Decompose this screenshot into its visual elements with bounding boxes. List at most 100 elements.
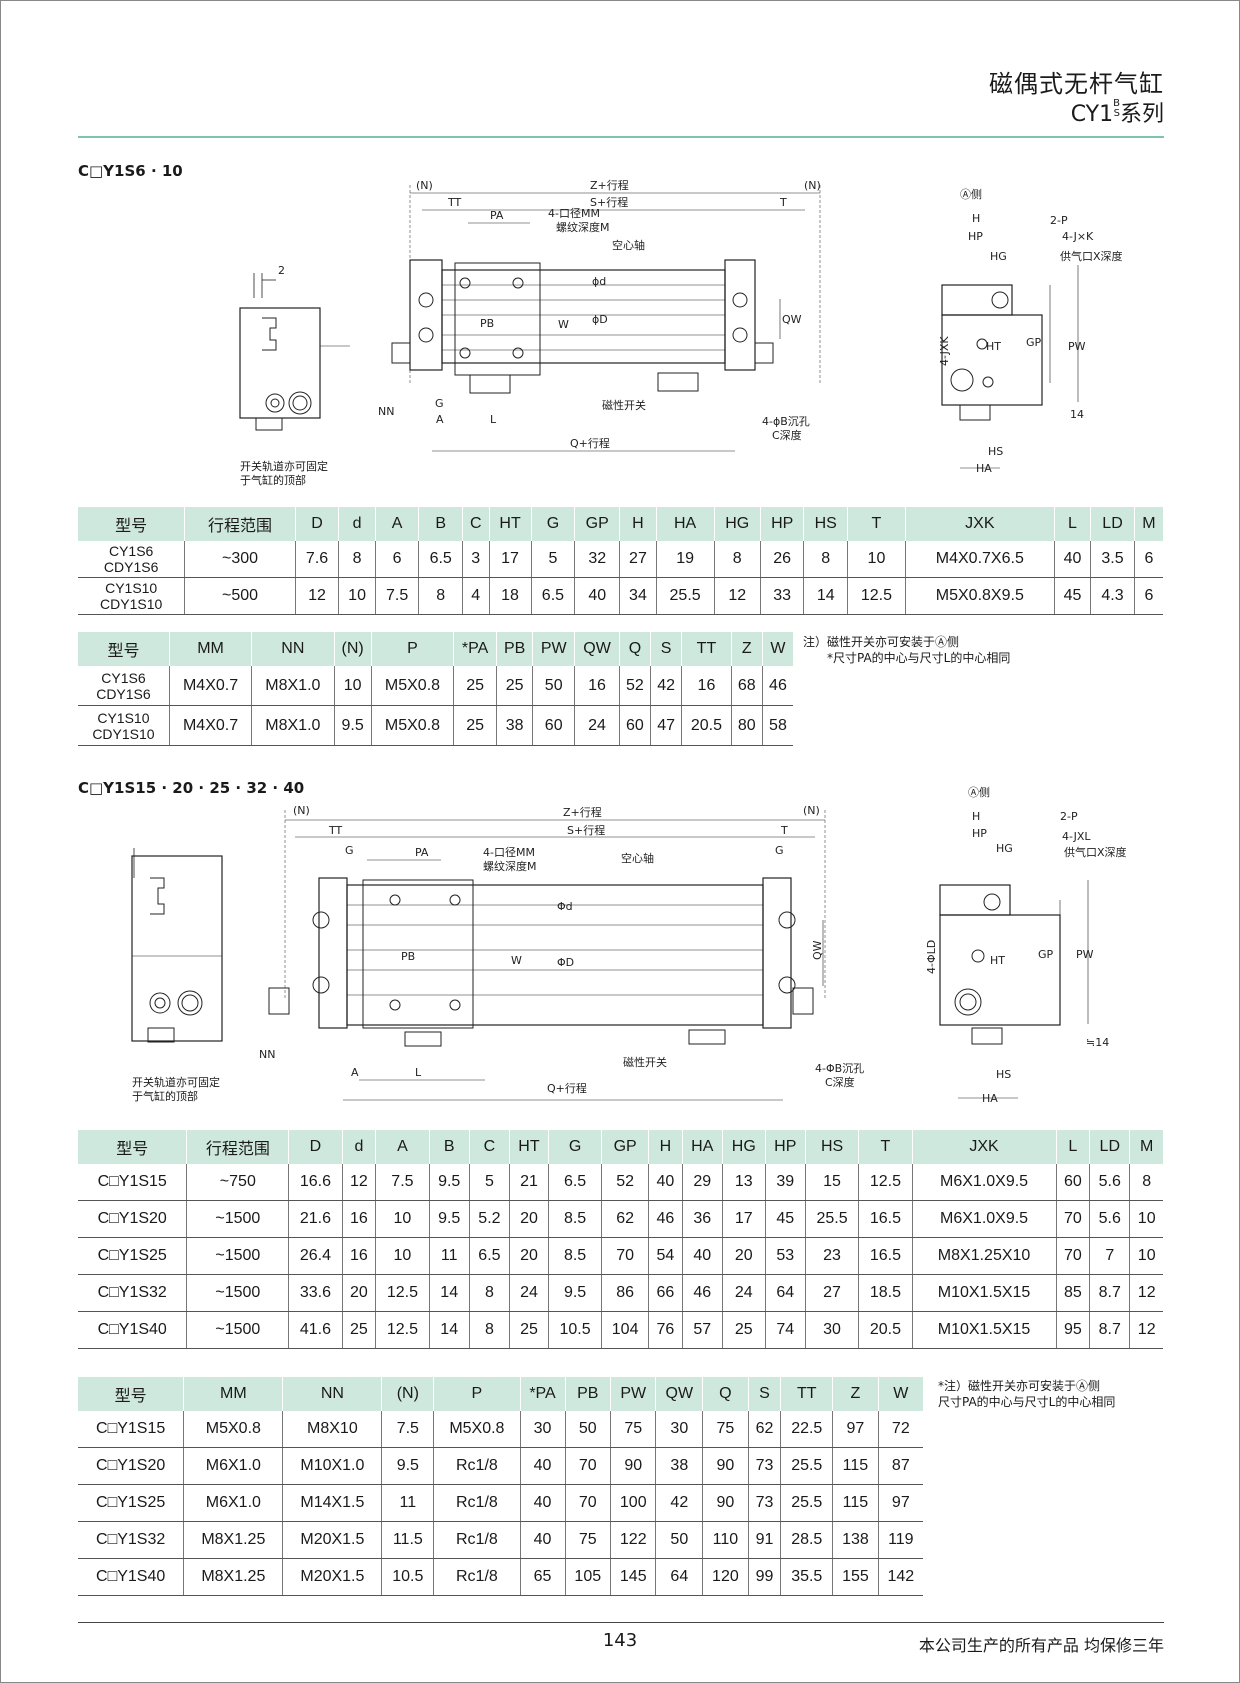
table-cell: ~500: [184, 577, 296, 615]
table-cell: 40: [520, 1521, 566, 1559]
table-cell: 20: [342, 1274, 377, 1312]
table-cell: 25: [509, 1311, 549, 1349]
s1-label-z: Z+行程: [590, 179, 629, 192]
s2-label-d14: ≒14: [1086, 1036, 1109, 1049]
table-cell: 91: [748, 1521, 782, 1559]
s1-label-hole2: C深度: [772, 428, 802, 442]
table-cell: 8: [714, 541, 761, 578]
table-header-cell: NN: [251, 632, 335, 666]
table-cell: 5.6: [1089, 1164, 1131, 1201]
table-cell: M8X1.25: [183, 1521, 284, 1559]
table-cell: 46: [762, 666, 793, 706]
table-cell: 12: [1129, 1274, 1163, 1312]
table-header-cell: MM: [183, 1377, 284, 1411]
s1-label-thread2: 螺纹深度M: [556, 220, 610, 234]
table-cell: M4X0.7: [169, 705, 253, 746]
table-cell: 12.5: [858, 1164, 913, 1201]
table-header-cell: HS: [805, 1130, 860, 1164]
s1-label-side-a: Ⓐ侧: [960, 188, 982, 201]
table-cell: ~1500: [186, 1274, 290, 1312]
s2-side-view-drawing: Ⓐ侧 H HP HG 2-P 4-JXL 供气口X深度 4-ΦLD HT GP …: [925, 786, 1127, 1105]
s1-rail-note-line2: 于气缸的顶部: [240, 474, 306, 487]
table-cell: M5X0.8: [371, 705, 455, 746]
table-cell: 52: [619, 666, 652, 706]
s2-label-g: G: [345, 844, 354, 857]
table-cell: 9.5: [381, 1447, 435, 1485]
table-cell: M8X1.25X10: [912, 1237, 1057, 1275]
table-header-cell: HP: [765, 1130, 806, 1164]
table-cell: 24: [509, 1274, 549, 1312]
s1-label-pb: PB: [480, 317, 494, 330]
table-cell: 6: [1134, 541, 1163, 578]
table-header-cell: HG: [722, 1130, 766, 1164]
table-cell: 3: [462, 541, 490, 578]
s2-label-t: T: [780, 824, 788, 837]
table-cell: Rc1/8: [433, 1558, 521, 1596]
table-cell: 64: [655, 1558, 704, 1596]
table-cell: 60: [1056, 1164, 1091, 1201]
table-header-cell: HP: [760, 507, 805, 541]
table-cell: 119: [878, 1521, 923, 1559]
table-cell: 40: [520, 1484, 566, 1522]
table-cell: 46: [648, 1200, 683, 1238]
table-header-cell: d: [342, 1130, 377, 1164]
table-cell: 38: [496, 705, 534, 746]
table-cell: 50: [565, 1411, 612, 1448]
table-cell: 90: [702, 1484, 749, 1522]
table-cell: 46: [682, 1274, 723, 1312]
table-header-cell: M: [1134, 507, 1163, 541]
section2-title: C□Y1S15 · 20 · 25 · 32 · 40: [78, 779, 305, 797]
table-cell: 75: [610, 1411, 657, 1448]
table-cell: M6X1.0: [183, 1447, 284, 1485]
table-cell: 47: [650, 705, 683, 746]
table-cell: 70: [601, 1237, 650, 1275]
table-cell: 68: [731, 666, 763, 706]
s2-label-port: 供气口X深度: [1064, 845, 1127, 859]
table-cell: 25: [722, 1311, 766, 1349]
table-cell: 12.5: [847, 577, 906, 615]
s1-label-l: L: [490, 413, 497, 426]
table-cell: 73: [748, 1484, 782, 1522]
table-cell: M20X1.5: [282, 1558, 383, 1596]
table-cell: 42: [655, 1484, 704, 1522]
table-cell: 54: [648, 1237, 683, 1275]
table-cell: 6.5: [469, 1237, 511, 1275]
s2-rail-note-line2: 于气缸的顶部: [132, 1090, 198, 1103]
s2-label-phi-ld: 4-ΦLD: [925, 940, 938, 974]
s2-label-hs: HS: [996, 1068, 1011, 1081]
s2-label-n-left: (N): [293, 804, 310, 817]
table-cell: 22.5: [780, 1411, 834, 1448]
model-cell: C□Y1S40: [78, 1558, 185, 1596]
model-name: CDY1S10: [92, 725, 155, 742]
table-cell: M8X1.0: [251, 705, 335, 746]
table-header-cell: GP: [601, 1130, 650, 1164]
table-cell: 95: [1056, 1311, 1091, 1349]
model-name: CDY1S6: [96, 685, 151, 702]
table-header-cell: *PA: [453, 632, 498, 666]
table-cell: 20: [722, 1237, 766, 1275]
s1-label-pa: PA: [490, 209, 504, 222]
table-cell: 70: [565, 1447, 612, 1485]
table-cell: 10: [375, 1200, 430, 1238]
table-header-cell: P: [371, 632, 455, 666]
s1-note: 注）磁性开关亦可安装于Ⓐ侧 *尺寸PA的中心与尺寸L的中心相同: [803, 634, 1010, 666]
table-cell: 155: [832, 1558, 879, 1596]
table-header-cell: B: [429, 1130, 470, 1164]
table-cell: M8X1.0: [251, 666, 335, 706]
table-cell: 70: [1056, 1200, 1091, 1238]
s2-label-nn: NN: [259, 1048, 275, 1061]
table-cell: 10: [338, 577, 376, 615]
table-cell: 110: [702, 1521, 749, 1559]
s2-label-switch: 磁性开关: [623, 1055, 667, 1069]
table-cell: M20X1.5: [282, 1521, 383, 1559]
model-cell: C□Y1S32: [78, 1274, 188, 1312]
table-header-cell: C: [462, 507, 490, 541]
table-cell: 20.5: [681, 705, 732, 746]
table-cell: 16.6: [288, 1164, 343, 1201]
table-cell: 20: [509, 1200, 549, 1238]
